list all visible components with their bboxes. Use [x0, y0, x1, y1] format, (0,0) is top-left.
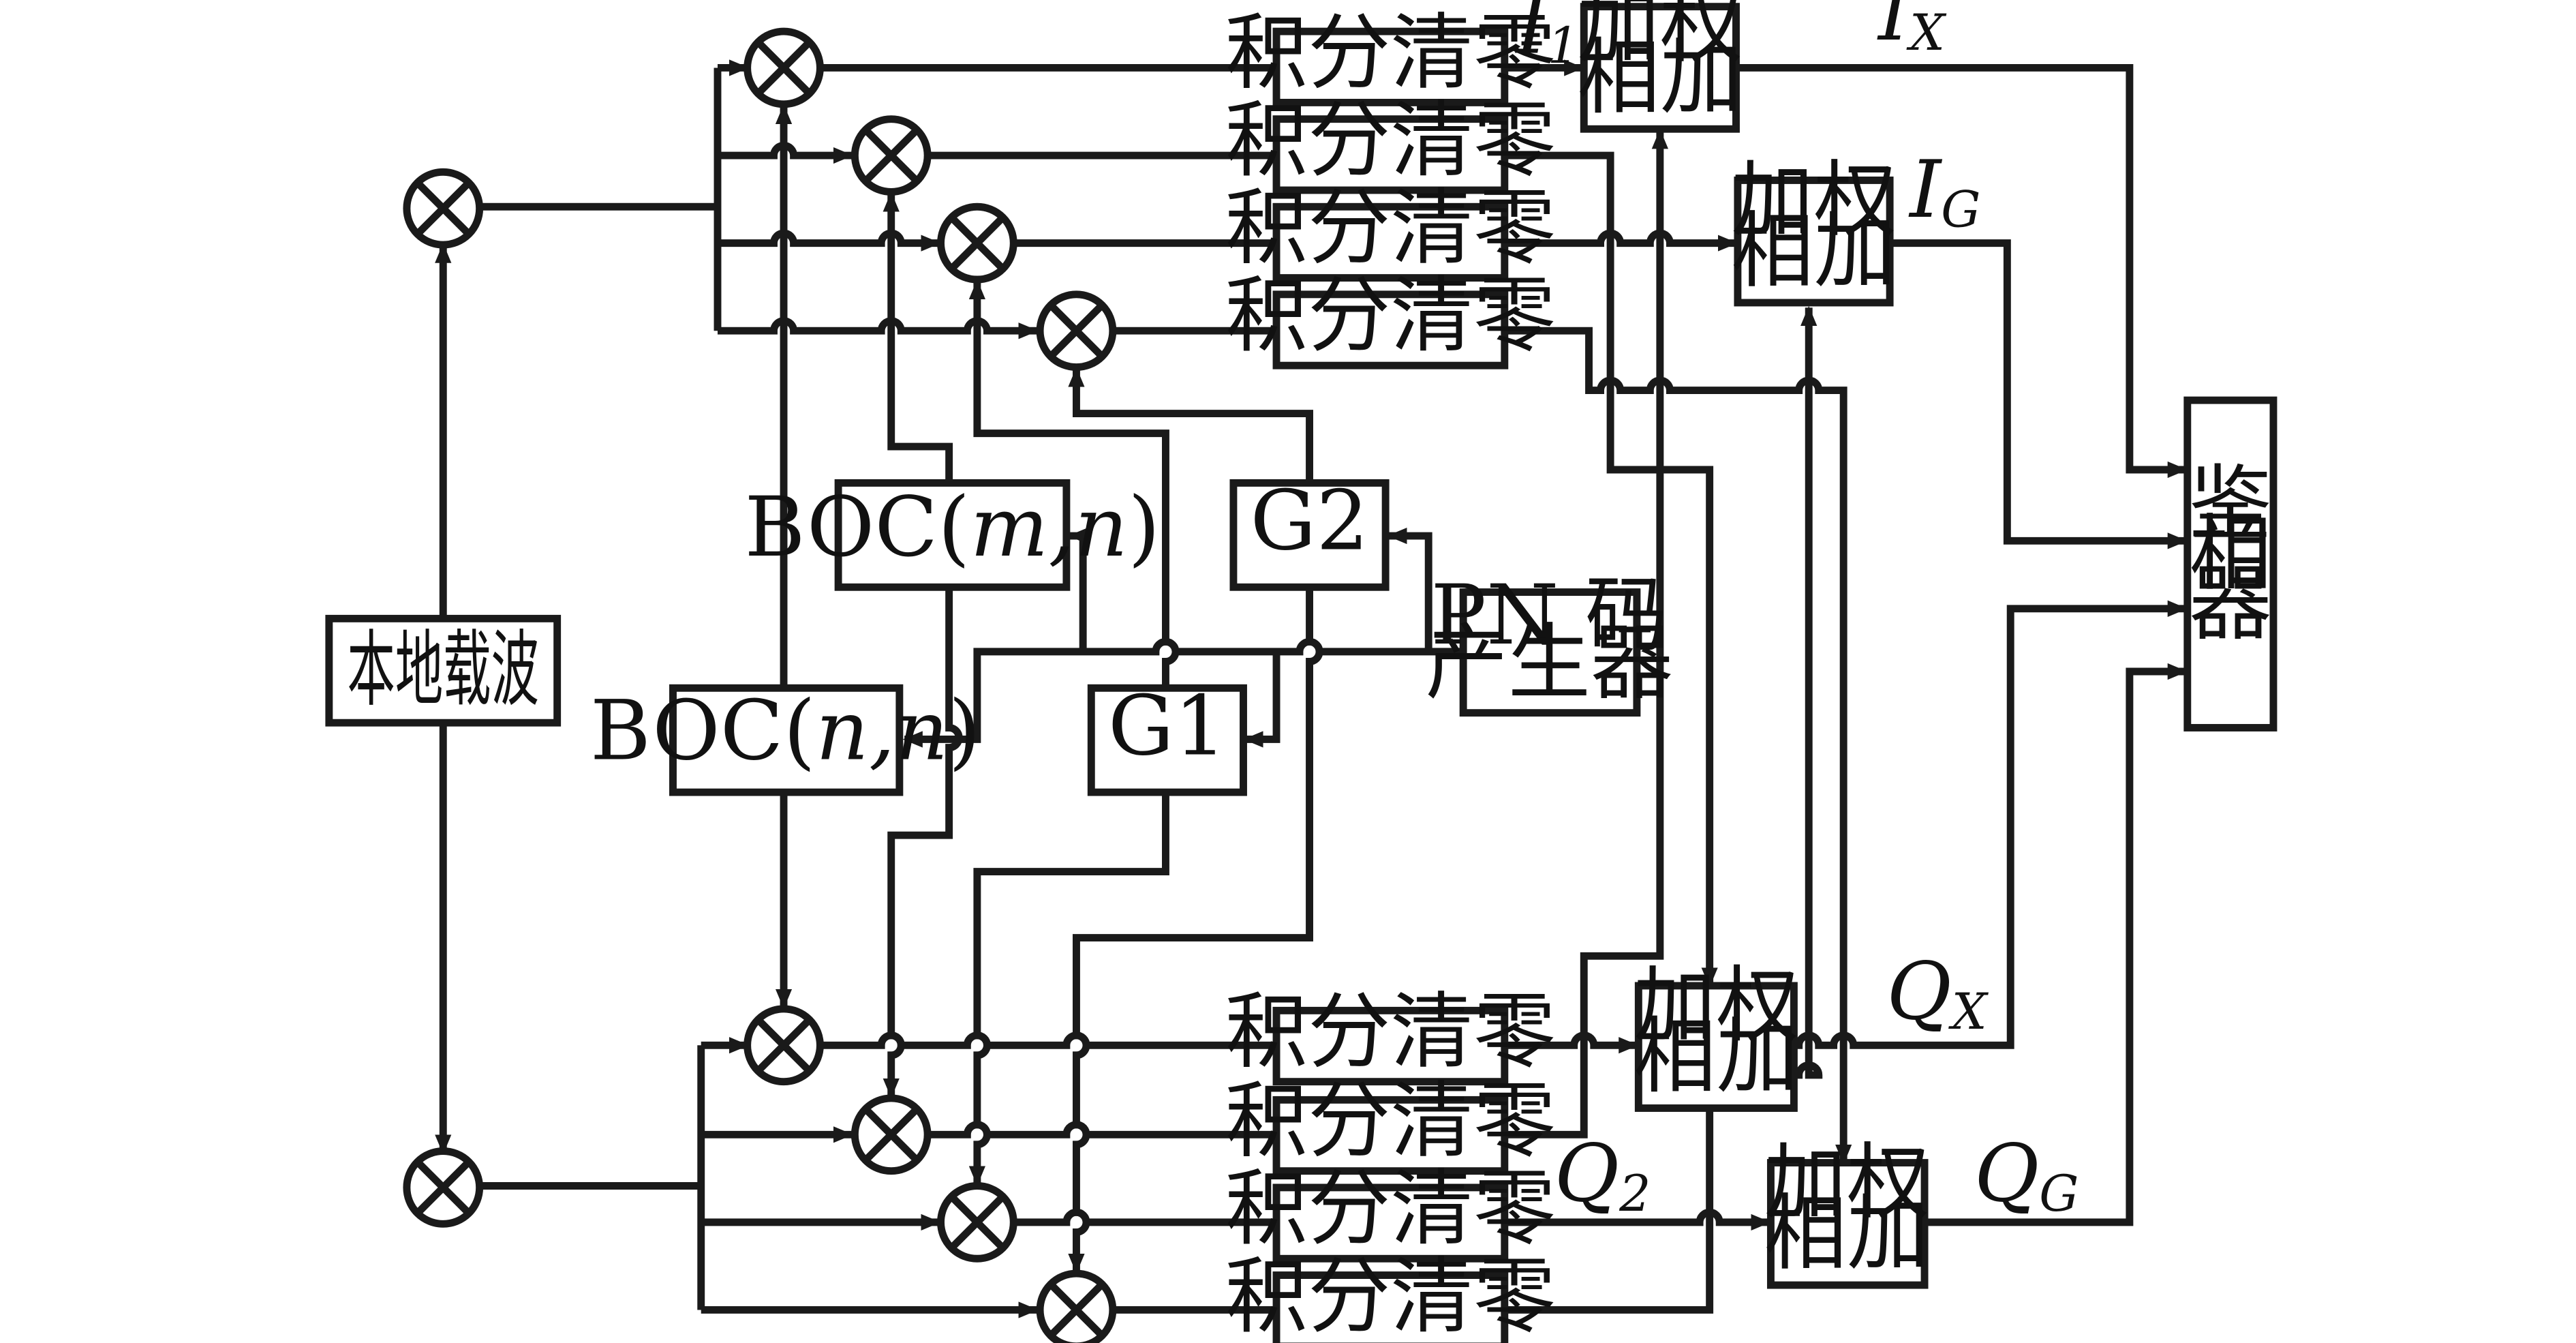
integrate-dump-label: 积分清零 — [1225, 267, 1556, 364]
weighted-sum-label-line2: 相加 — [1578, 29, 1743, 125]
local-carrier-label: 本地载波 — [348, 621, 539, 718]
weighted-sum-qx: 加权 相加 — [1634, 956, 1799, 1112]
weighted-sum-label-line2: 相加 — [1731, 202, 1897, 299]
g2-block: G2 — [1229, 472, 1390, 591]
integrate-dump-label: 积分清零 — [1225, 91, 1556, 188]
integrate-dump-label: 积分清零 — [1225, 1160, 1556, 1257]
g1-block: G1 — [1087, 677, 1247, 796]
mixer-q-1 — [743, 1005, 824, 1086]
weighted-sum-ig: 加权 相加 — [1731, 151, 1897, 307]
g1-label: G1 — [1108, 677, 1227, 774]
mixer-q-3 — [937, 1182, 1017, 1263]
signal-label-qx: QX — [1886, 946, 1989, 1041]
integrate-dump-label: 积分清零 — [1225, 983, 1556, 1080]
integrate-dump-i-1: 积分清零 — [1225, 4, 1556, 106]
signal-wires — [435, 59, 2188, 1318]
boc-mn-label: BOC(m,n) — [745, 479, 1161, 575]
mixer-q-4 — [1036, 1269, 1117, 1343]
mixer-i-2 — [850, 115, 932, 196]
weighted-sum-label-line2: 相加 — [1764, 1185, 1930, 1282]
integrate-dump-label: 积分清零 — [1225, 4, 1556, 101]
weighted-sum-label-line1: 加权 — [1578, 0, 1743, 74]
integrate-dump-q-4: 积分清零 — [1225, 1248, 1556, 1343]
integrate-dump-q-3: 积分清零 — [1225, 1160, 1556, 1263]
integrate-dump-q-2: 积分清零 — [1225, 1072, 1556, 1175]
mixer-q-2 — [850, 1094, 932, 1175]
discriminator-char-2: 相 — [2189, 505, 2271, 602]
integrate-dump-label: 积分清零 — [1225, 179, 1556, 276]
mixer-i-1 — [743, 27, 824, 108]
weighted-sum-label-line1: 加权 — [1634, 956, 1799, 1053]
discriminator-char-3: 器 — [2189, 555, 2271, 652]
weighted-sum-label-line2: 相加 — [1634, 1008, 1799, 1105]
signal-label-ix: IX — [1877, 0, 1947, 62]
signal-label-ig: IG — [1908, 144, 1980, 239]
weighted-sum-label-line1: 加权 — [1764, 1134, 1930, 1231]
integrate-dump-label: 积分清零 — [1225, 1072, 1556, 1169]
signal-label-qg: QG — [1974, 1128, 2079, 1223]
pn-generator-label-line1: PN 码 — [1431, 567, 1668, 663]
weighted-sum-label-line1: 加权 — [1731, 151, 1897, 248]
mixer-i-4 — [1036, 290, 1117, 372]
g2-label: G2 — [1251, 472, 1369, 569]
mixer-carrier-i — [403, 168, 484, 249]
signal-label-i1: I1 — [1515, 0, 1579, 75]
pn-generator-label-line2: 产生器 — [1425, 614, 1673, 711]
boc-mn-block: BOC(m,n) — [745, 479, 1161, 591]
integrate-dump-q-1: 积分清零 — [1225, 983, 1556, 1086]
mixer-carrier-q — [403, 1147, 484, 1228]
integrate-dump-i-3: 积分清零 — [1225, 179, 1556, 282]
weighted-sum-ix: 加权 相加 — [1578, 0, 1743, 133]
signal-label-q2: Q2 — [1554, 1128, 1651, 1223]
boc-nn-block: BOC(n,n) — [590, 682, 981, 796]
phase-discriminator-block: 鉴 相 器 — [2183, 396, 2278, 731]
local-carrier-block: 本地载波 — [325, 614, 562, 727]
mixer-i-3 — [937, 202, 1017, 284]
discriminator-char-1: 鉴 — [2189, 455, 2271, 552]
boc-nn-label: BOC(n,n) — [590, 682, 981, 779]
integrate-dump-i-2: 积分清零 — [1225, 91, 1556, 194]
integrate-dump-i-4: 积分清零 — [1225, 267, 1556, 369]
weighted-sum-qg: 加权 相加 — [1764, 1134, 1930, 1289]
pn-code-generator-block: PN 码 产生器 — [1425, 567, 1673, 717]
integrate-dump-label: 积分清零 — [1225, 1248, 1556, 1343]
